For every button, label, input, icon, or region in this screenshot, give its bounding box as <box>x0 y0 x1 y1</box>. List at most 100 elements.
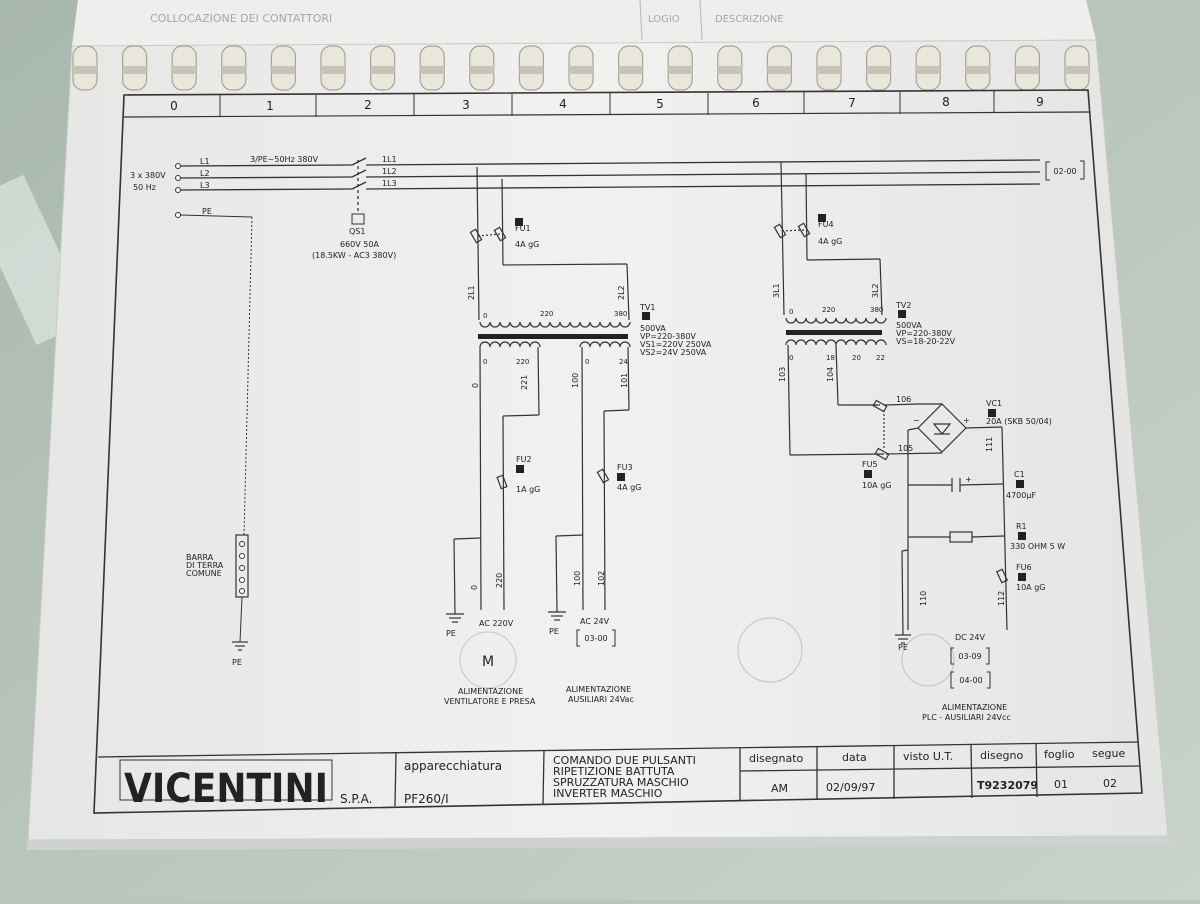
wire-101: 101 <box>620 373 629 388</box>
binding-ring-shadow <box>519 66 544 74</box>
col-1: 1 <box>266 99 274 113</box>
bridge-minus: − <box>913 416 920 425</box>
line-l2: L2 <box>200 169 210 178</box>
pe-label-2: PE <box>549 627 559 636</box>
out-ac220: AC 220V <box>479 619 514 628</box>
spiral-binding <box>72 45 1090 91</box>
sheet-value: 01 <box>1054 778 1068 791</box>
caption-1-line-2: VENTILATORE E PRESA <box>444 697 536 706</box>
tv2-name: TV2 <box>895 301 911 310</box>
line-l3: L3 <box>200 181 210 190</box>
column-header: 0 1 2 3 4 5 6 7 8 9 <box>123 91 1091 118</box>
tv2-spec-3: VS=18-20-22V <box>896 337 956 346</box>
qs1-power: (18.5KW - AC3 380V) <box>312 251 396 260</box>
next-sheet-ref: 02-00 <box>1045 160 1085 181</box>
vc1-marker <box>988 409 996 417</box>
vc1-rating: 20A (SKB 50/04) <box>986 417 1052 426</box>
fu2-marker <box>516 465 524 473</box>
tv1-circuit <box>446 166 631 623</box>
c1-value: 4700µF <box>1006 491 1036 500</box>
caption-2-line-2: AUSILIARI 24Vac <box>568 695 634 704</box>
fu5-name: FU5 <box>862 460 878 469</box>
tv2-p380: 380 <box>870 306 883 314</box>
fu2-name: FU2 <box>516 455 532 464</box>
wire-2l1: 2L1 <box>467 285 476 300</box>
previous-page-header: COLLOCAZIONE DEI CONTATTORI LOGIO DESCRI… <box>150 0 784 41</box>
cap-plus: + <box>965 475 972 484</box>
next-sheet-label: segue <box>1092 747 1125 760</box>
col-6: 6 <box>752 96 760 110</box>
tv2-spec-2: VP=220-380V <box>896 329 952 338</box>
caption-3-line-1: ALIMENTAZIONE <box>942 703 1007 712</box>
ref-03-09-text: 03-09 <box>958 652 981 661</box>
earth-label-3: COMUNE <box>186 569 222 578</box>
fu5-rating: 10A gG <box>862 481 891 490</box>
wire-0-top: 0 <box>471 383 480 388</box>
wire-0-bottom: 0 <box>470 585 479 590</box>
wire-3l2: 3L2 <box>871 283 880 298</box>
supply-system: 3/PE~50Hz 380V <box>250 155 319 164</box>
tv1-marker <box>642 312 650 320</box>
earth-label-2: DI TERRA <box>186 561 224 570</box>
caption-1-line-1: ALIMENTAZIONE <box>458 687 523 696</box>
qs1-rating: 660V 50A <box>340 240 379 249</box>
caption-3-line-2: PLC - AUSILIARI 24Vcc <box>922 713 1011 722</box>
wire-112: 112 <box>997 591 1006 606</box>
wire-100-bottom: 100 <box>573 571 582 586</box>
binding-ring-shadow <box>420 66 445 74</box>
prev-header-text: COLLOCAZIONE DEI CONTATTORI <box>150 12 332 25</box>
tv1-p380: 380 <box>614 310 627 318</box>
wire-106: 106 <box>896 395 911 404</box>
tv2-spec-1: 500VA <box>896 321 922 330</box>
col-8: 8 <box>942 95 950 109</box>
wire-104: 104 <box>826 367 835 382</box>
tv1-spec-3: VS1=220V 250VA <box>640 340 712 349</box>
approved-label: visto U.T. <box>903 750 953 763</box>
drawn-by-value: AM <box>771 782 788 795</box>
fu1-rating: 4A gG <box>515 240 539 249</box>
fu3-rating: 4A gG <box>617 483 641 492</box>
wire-2l2: 2L2 <box>617 285 626 300</box>
out-line-1l1: 1L1 <box>382 155 397 164</box>
binding-ring-shadow <box>469 66 494 74</box>
equipment-value: PF260/I <box>404 792 449 806</box>
ref-04-00-text: 04-00 <box>959 676 982 685</box>
tv1-s220: 220 <box>516 358 529 366</box>
supply-bus <box>179 157 1041 225</box>
fu6-rating: 10A gG <box>1016 583 1045 592</box>
line-pe: PE <box>202 207 212 216</box>
binding-ring-shadow <box>172 66 197 74</box>
wire-103: 103 <box>778 367 787 382</box>
description-line-3: SPRUZZATURA MASCHIO <box>553 776 689 789</box>
tv2-p0: 0 <box>789 308 793 316</box>
r1-value: 330 OHM 5 W <box>1010 542 1065 551</box>
binding-ring-shadow <box>271 66 296 74</box>
binding-ring-shadow <box>618 66 643 74</box>
sheet-label: foglio <box>1044 748 1075 761</box>
wire-100-top: 100 <box>571 373 580 388</box>
out-ac24: AC 24V <box>580 617 610 626</box>
binding-ring-shadow <box>916 66 941 74</box>
binding-ring-shadow <box>866 66 891 74</box>
binding-ring-shadow <box>1065 66 1089 74</box>
tv2-s18: 18 <box>826 354 835 362</box>
tv1-spec-4: VS2=24V 250VA <box>640 348 707 357</box>
wire-221: 221 <box>520 375 529 390</box>
r1-name: R1 <box>1016 522 1027 531</box>
pe-label-3: PE <box>898 643 908 652</box>
description-line-2: RIPETIZIONE BATTUTA <box>553 765 675 778</box>
fu4-name: FU4 <box>818 220 834 229</box>
binding-ring-shadow <box>321 66 345 74</box>
binding-ring-shadow <box>122 66 147 74</box>
wire-102: 102 <box>597 571 606 586</box>
tv2-circuit <box>773 161 1009 644</box>
tv1-s24: 24 <box>619 358 628 366</box>
tv1-s0: 0 <box>483 358 487 366</box>
wire-105: 105 <box>898 444 913 453</box>
wire-3l1: 3L1 <box>772 283 781 298</box>
tv2-s20: 20 <box>852 354 861 362</box>
drawing-number-value: T9232079 <box>977 779 1038 792</box>
tv1-spec-2: VP=220-380V <box>640 332 696 341</box>
out-line-1l2: 1L2 <box>382 167 397 176</box>
